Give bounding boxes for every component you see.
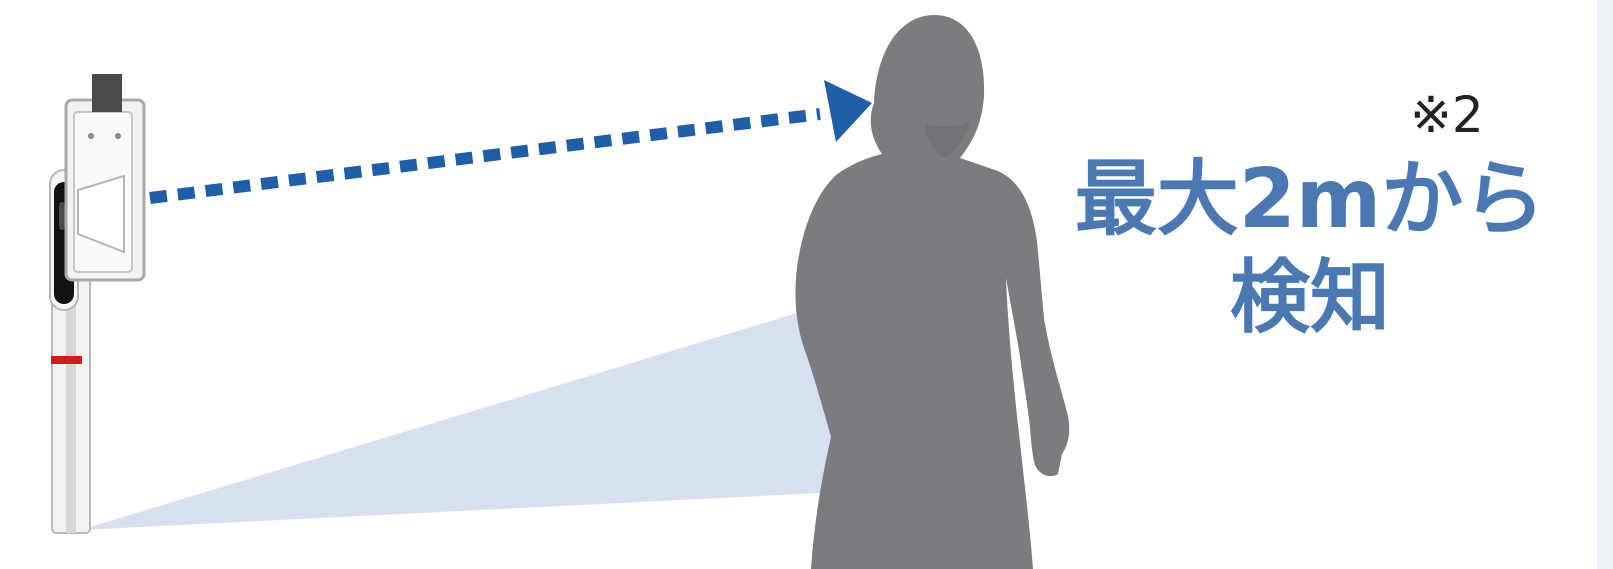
- detection-beam-shape: [80, 300, 840, 530]
- thermal-camera-stand-icon: [50, 74, 144, 533]
- detection-arrow-icon: [150, 80, 872, 198]
- headline-line-2: 検知: [1050, 250, 1570, 345]
- headline-line-1: 最大2mから: [1050, 150, 1570, 250]
- footnote-marker: ※2: [1410, 80, 1520, 150]
- right-edge-strip: [1597, 0, 1613, 569]
- detection-range-headline: 最大2mから 検知: [1050, 150, 1570, 350]
